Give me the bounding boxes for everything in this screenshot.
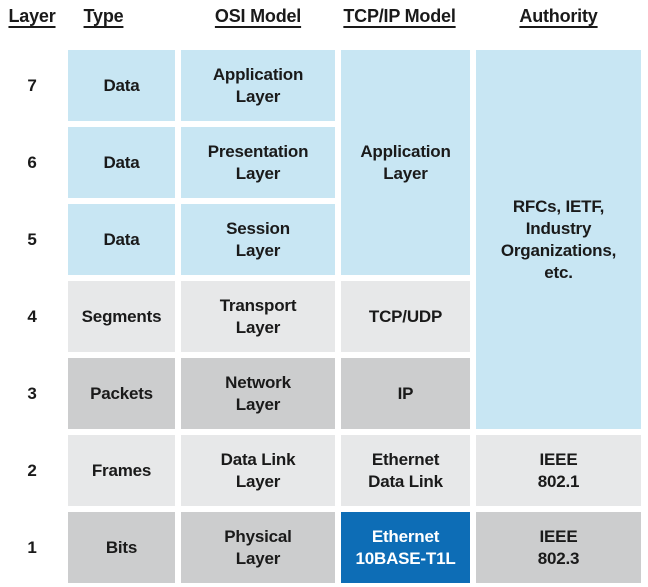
type-cell-layer1-bits: Bits [68,512,175,583]
type-cell-layer7-data: Data [68,50,175,121]
column-header-authority: Authority [519,6,598,26]
tcpip-cell-tcp-udp: TCP/UDP [341,281,470,352]
authority-cell-ieee-802-1: IEEE 802.1 [476,435,641,506]
osi-cell-physical-layer: Physical Layer [181,512,335,583]
column-header-layer: Layer [8,6,56,26]
tcpip-cell-ethernet-data-link: Ethernet Data Link [341,435,470,506]
osi-cell-session-layer: Session Layer [181,204,335,275]
osi-cell-transport-layer: Transport Layer [181,281,335,352]
osi-cell-presentation-layer: Presentation Layer [181,127,335,198]
layer-number-1: 1 [27,537,37,557]
type-cell-layer4-segments: Segments [68,281,175,352]
layer-number-6: 6 [27,152,37,172]
tcpip-cell-ethernet-10base-t1l: Ethernet 10BASE-T1L [341,512,470,583]
layer-number-3: 3 [27,383,37,403]
type-cell-layer5-data: Data [68,204,175,275]
osi-cell-application-layer: Application Layer [181,50,335,121]
osi-cell-network-layer: Network Layer [181,358,335,429]
tcpip-cell-application-layer-merged: Application Layer [341,50,470,275]
type-cell-layer2-frames: Frames [68,435,175,506]
tcpip-cell-ip: IP [341,358,470,429]
layer-number-4: 4 [27,306,37,326]
type-cell-layer6-data: Data [68,127,175,198]
osi-cell-data-link-layer: Data Link Layer [181,435,335,506]
authority-cell-ieee-802-3: IEEE 802.3 [476,512,641,583]
type-cell-layer3-packets: Packets [68,358,175,429]
column-header-osi-model: OSI Model [214,6,302,26]
layer-number-5: 5 [27,229,37,249]
layer-number-7: 7 [27,75,37,95]
layer-number-2: 2 [27,460,37,480]
column-header-tcpip-model: TCP/IP Model [343,6,456,26]
authority-cell-rfcs-ietf-merged: RFCs, IETF, Industry Organizations, etc. [476,50,641,429]
column-header-type: Type [83,6,124,26]
